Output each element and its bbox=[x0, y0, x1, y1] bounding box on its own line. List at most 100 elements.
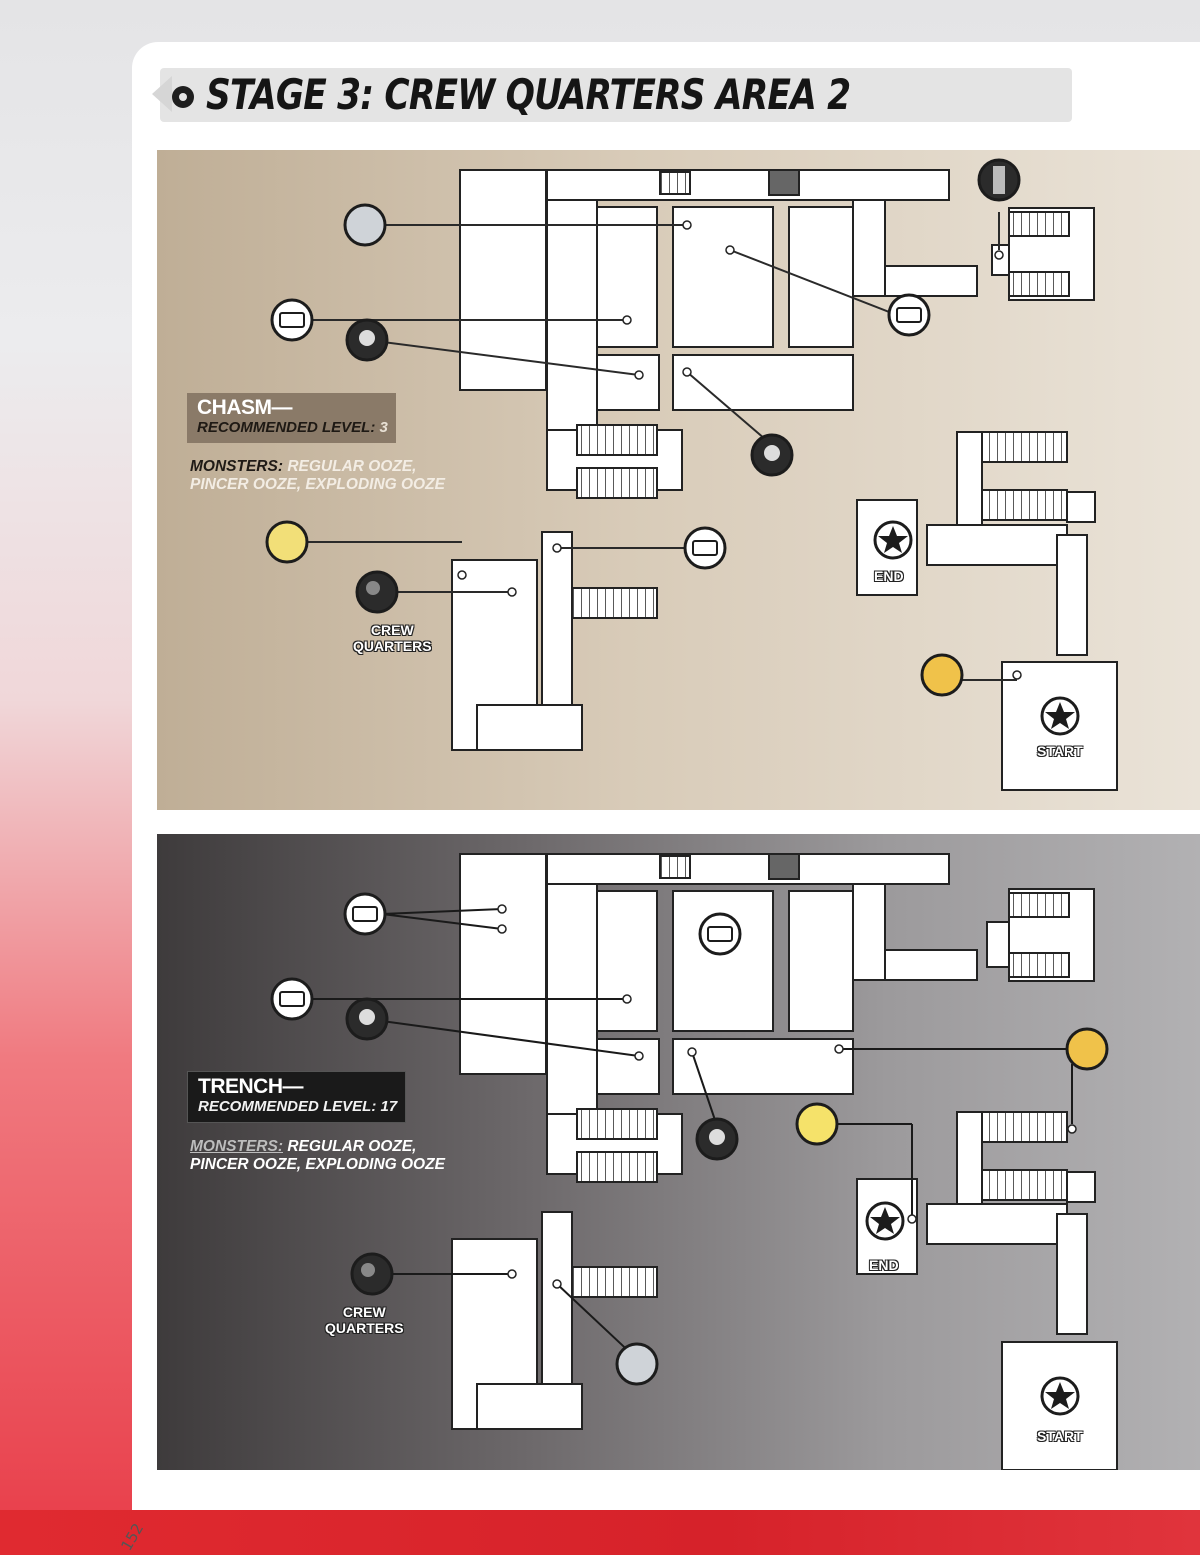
stairs bbox=[571, 587, 658, 619]
chasm-map: CREW QUARTERS END START bbox=[157, 150, 1200, 810]
room bbox=[672, 1038, 854, 1095]
door bbox=[768, 169, 800, 196]
corridor bbox=[546, 199, 598, 431]
silver-coin-icon bbox=[615, 1342, 659, 1386]
connector-line bbox=[686, 371, 773, 446]
pin-dot bbox=[622, 994, 632, 1004]
monsters-line2: PINCER OOZE, EXPLODING OOZE bbox=[190, 476, 445, 493]
pin-dot bbox=[634, 1051, 644, 1061]
room bbox=[476, 1383, 583, 1430]
pillar-glyph bbox=[993, 166, 1005, 194]
pin-dot bbox=[1067, 1124, 1077, 1134]
stairs bbox=[1008, 892, 1070, 918]
star-glyph bbox=[878, 526, 908, 553]
recommended-level: RECOMMENDED LEVEL: 17 bbox=[198, 1098, 397, 1116]
connector-line bbox=[366, 339, 640, 376]
room bbox=[596, 354, 660, 411]
gold-coin-icon bbox=[1065, 1027, 1109, 1071]
room bbox=[476, 704, 583, 751]
pin-dot bbox=[552, 543, 562, 553]
stairs bbox=[576, 1151, 658, 1183]
stairs bbox=[576, 467, 658, 499]
recommended-level: RECOMMENDED LEVEL: 3 bbox=[197, 419, 388, 437]
stairs bbox=[981, 489, 1068, 521]
connector-line bbox=[729, 249, 898, 316]
gold-coin-icon bbox=[265, 520, 309, 564]
stairs bbox=[571, 1266, 658, 1298]
chasm-info-box: CHASM— RECOMMENDED LEVEL: 3 bbox=[187, 393, 396, 443]
crew-quarters-line1: CREW bbox=[342, 1304, 386, 1320]
pin-dot bbox=[507, 1269, 517, 1279]
level-label: RECOMMENDED LEVEL: bbox=[197, 419, 376, 436]
room bbox=[596, 890, 658, 1032]
level-value: 17 bbox=[380, 1098, 398, 1115]
trench-map: CREW QUARTERS END START bbox=[157, 834, 1200, 1470]
bullet-icon bbox=[172, 86, 194, 108]
door bbox=[768, 853, 800, 880]
corridor bbox=[1056, 1213, 1088, 1335]
pin-dot bbox=[725, 245, 735, 255]
pin-dot bbox=[634, 370, 644, 380]
pin-dot bbox=[994, 250, 1004, 260]
pin-dot bbox=[497, 924, 507, 934]
monsters-line2: PINCER OOZE, EXPLODING OOZE bbox=[190, 1156, 445, 1173]
silver-coin-icon bbox=[343, 203, 387, 247]
corridor bbox=[852, 883, 886, 981]
plant-glyph bbox=[709, 1129, 725, 1145]
room bbox=[672, 206, 774, 348]
pin-dot bbox=[907, 1214, 917, 1224]
room bbox=[1066, 491, 1096, 523]
level-value: 3 bbox=[379, 419, 388, 436]
trench-monsters: MONSTERS: REGULAR OOZE, PINCER OOZE, EXP… bbox=[190, 1138, 445, 1174]
start-label: START bbox=[1037, 1428, 1083, 1444]
pin-dot bbox=[682, 220, 692, 230]
page-title: STAGE 3: CREW QUARTERS AREA 2 bbox=[206, 70, 851, 119]
corridor bbox=[546, 169, 950, 201]
chest-glyph bbox=[352, 906, 378, 922]
room bbox=[672, 890, 774, 1032]
star-glyph bbox=[1045, 1382, 1075, 1409]
stairs bbox=[1008, 952, 1070, 978]
map-name: CHASM— bbox=[197, 396, 292, 419]
map-name: TRENCH— bbox=[198, 1075, 304, 1098]
title-bar bbox=[160, 68, 1072, 122]
pin-dot bbox=[497, 904, 507, 914]
stairs bbox=[1008, 211, 1070, 237]
crew-quarters-line2: QUARTERS bbox=[325, 1320, 404, 1336]
end-label: END bbox=[874, 568, 904, 584]
key-glyph bbox=[366, 581, 380, 595]
connector-line bbox=[691, 1051, 718, 1127]
plant-glyph bbox=[359, 330, 375, 346]
stairs bbox=[576, 1108, 658, 1140]
title-arrow-icon bbox=[152, 76, 172, 112]
chest-glyph bbox=[707, 926, 733, 942]
chasm-monsters: MONSTERS: REGULAR OOZE, PINCER OOZE, EXP… bbox=[190, 458, 445, 494]
star-glyph bbox=[1045, 702, 1075, 729]
chest-glyph bbox=[896, 307, 922, 323]
stairs bbox=[981, 431, 1068, 463]
level-label: RECOMMENDED LEVEL: bbox=[198, 1098, 377, 1115]
end-label: END bbox=[869, 1257, 899, 1273]
stairs bbox=[981, 1111, 1068, 1143]
gold-coin-icon bbox=[920, 653, 964, 697]
connector-line bbox=[556, 1283, 638, 1360]
monsters-line1: REGULAR OOZE, bbox=[287, 458, 417, 475]
corridor bbox=[884, 949, 978, 981]
connector-line bbox=[366, 1018, 640, 1057]
crew-quarters-line1: CREW bbox=[370, 622, 414, 638]
crew-quarters-label: CREW QUARTERS bbox=[325, 1304, 404, 1336]
stairs bbox=[659, 855, 691, 879]
pin-dot bbox=[682, 367, 692, 377]
bottom-band bbox=[0, 1510, 1200, 1555]
pin-dot bbox=[507, 587, 517, 597]
connector-line bbox=[381, 913, 503, 930]
corridor bbox=[926, 524, 1068, 566]
crew-quarters-line2: QUARTERS bbox=[353, 638, 432, 654]
trench-map-layout bbox=[270, 853, 1118, 1470]
monsters-label: MONSTERS: bbox=[190, 1138, 283, 1155]
connector-line bbox=[381, 908, 503, 915]
plant-glyph bbox=[359, 1009, 375, 1025]
corridor bbox=[926, 1203, 1068, 1245]
chasm-map-layout bbox=[265, 158, 1118, 791]
corridor bbox=[1056, 534, 1088, 656]
